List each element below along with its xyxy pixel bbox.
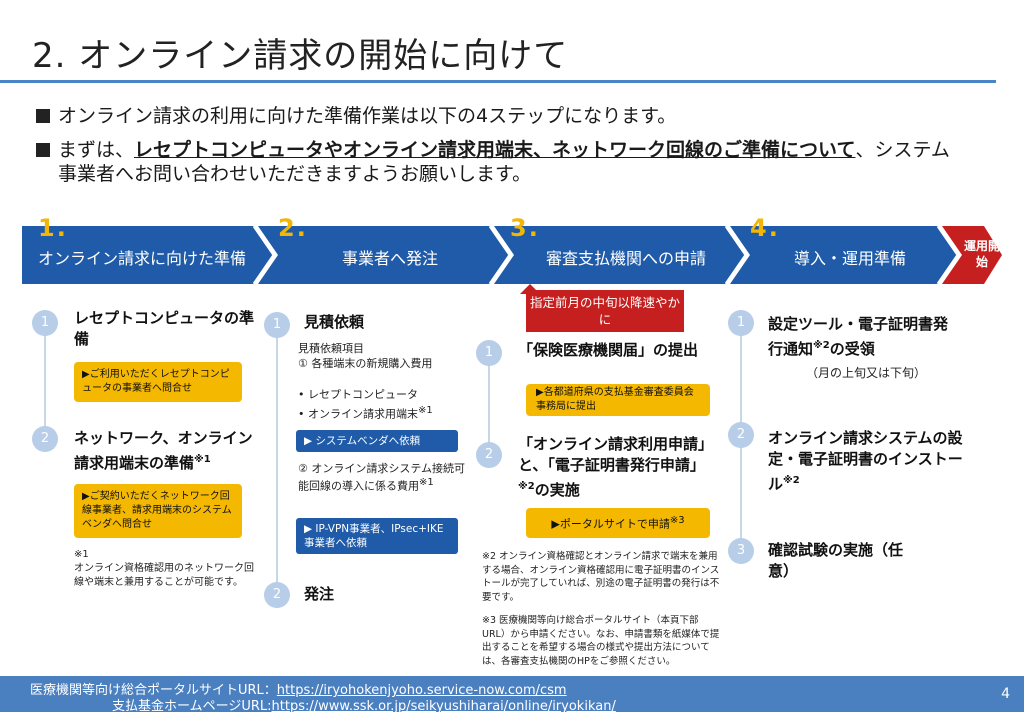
footnote-mark: ※1 (419, 477, 434, 488)
step-3-label: 審査支払機関への申請 (545, 249, 706, 268)
col1-item1-action: ▶ご利用いただくレセプトコンピュータの事業者へ問合せ (74, 362, 242, 402)
col3-note-2: ※2 オンライン資格確認とオンライン請求で端末を兼用する場合、オンライン資格確認… (482, 551, 720, 603)
step-1-label: オンライン請求に向けた準備 (37, 249, 246, 268)
col3-note-3: ※3 医療機関等向け総合ポータルサイト（本頁下部URL）から申請ください。なお、… (482, 615, 720, 667)
col3-item2-title-b: の実施 (534, 481, 580, 499)
col2-list-head: 見積依頼項目 (298, 342, 364, 355)
step-circle: 2 (728, 422, 754, 448)
col1-note-mark: ※1 (74, 549, 89, 560)
footer-line-1: 医療機関等向け総合ポータルサイトURL：https://iryohokenjyo… (30, 679, 567, 698)
col4-item3-title: 確認試験の実施（任意） (768, 541, 904, 580)
step-3-number: 3. (510, 214, 540, 242)
footer: 医療機関等向け総合ポータルサイトURL：https://iryohokenjyo… (0, 676, 1024, 712)
bullet-square-icon (36, 143, 50, 157)
col2-list-item-4-text: ② オンライン請求システム接続可能回線の導入に係る費用 (298, 462, 466, 493)
footer-ssk-label: 支払基金ホームページURL: (112, 699, 272, 712)
col4-item1-title-text: 設定ツール・電子証明書発行通知 (768, 315, 949, 358)
col3-item2-title-a: 「オンライン請求利用申請」と、「電子証明書発行申請」 (518, 435, 706, 474)
step-circle: 2 (32, 426, 58, 452)
step-4-arrow (730, 226, 958, 284)
page-number: 4 (1001, 686, 1010, 702)
step-4-label: 導入・運用準備 (793, 249, 906, 268)
timeline-line (44, 322, 46, 430)
step-1-arrow (22, 226, 274, 284)
bullet-2-post: 、システム (855, 139, 950, 161)
col2-list-item-3-text: • オンライン請求用端末 (298, 407, 418, 421)
ssk-url-link[interactable]: https://www.ssk.or.jp/seikyushiharai/onl… (271, 699, 616, 712)
bullet-2-emphasis: レセプトコンピュータやオンライン請求用端末、ネットワーク回線のご準備について (134, 139, 856, 161)
bullet-2: まずは、レセプトコンピュータやオンライン請求用端末、ネットワーク回線のご準備につ… (36, 138, 996, 186)
col2-list-item-2: • レセプトコンピュータ (298, 388, 418, 401)
col3-item2-title: 「オンライン請求利用申請」と、「電子証明書発行申請」 ※2の実施 (518, 434, 712, 501)
step-circle: 1 (264, 312, 290, 338)
step-circle: 3 (728, 538, 754, 564)
step-4-number: 4. (750, 214, 780, 242)
process-steps: 1. 2. 3. 4. オンライン請求に向けた準備 事業者へ発注 審査支払機関へ… (22, 214, 1002, 284)
col3-item1-title: 「保険医療機関届」の提出 (518, 341, 699, 359)
step-2-arrow (258, 226, 510, 284)
step-circle: 2 (476, 442, 502, 468)
step-circle: 1 (728, 310, 754, 336)
bullet-2-pre: まずは、 (58, 139, 135, 161)
bullet-square-icon (36, 109, 50, 123)
step-3-arrow (494, 226, 746, 284)
footnote-mark: ※2 (518, 481, 535, 492)
step-1-number: 1. (38, 214, 68, 242)
col4-item1-sub: （月の上旬又は下旬） (806, 366, 927, 380)
footer-portal-label: 医療機関等向け総合ポータルサイトURL： (30, 683, 277, 698)
col1-item2-title: ネットワーク、オンライン請求用端末の準備※1 (74, 428, 260, 474)
col4-item2-title-text: オンライン請求システムの設定・電子証明書のインストール (768, 429, 963, 493)
col4-item2-title: オンライン請求システムの設定・電子証明書のインストール※2 (768, 428, 964, 495)
step-circle: 1 (32, 310, 58, 336)
bullet-1: オンライン請求の利用に向けた準備作業は以下の4ステップになります。 (36, 104, 996, 128)
title-divider (0, 80, 996, 83)
col1-item2-action: ▶ご契約いただくネットワーク回線事業者、請求用端末のシステムベンダへ問合せ (74, 484, 242, 538)
footer-line-2: 支払基金ホームページURL:https://www.ssk.or.jp/seik… (112, 695, 616, 712)
footnote-mark: ※1 (194, 454, 211, 465)
portal-url-link[interactable]: https://iryohokenjyoho.service-now.com/c… (276, 683, 567, 698)
footnote-mark: ※2 (783, 475, 800, 486)
col1-item2-title-text: ネットワーク、オンライン請求用端末の準備 (74, 429, 253, 472)
col2-item2-title: 発注 (304, 585, 335, 603)
footnote-mark: ※1 (417, 405, 433, 416)
col2-list-item-1: ① 各種端末の新規購入費用 (298, 357, 433, 370)
col2-vendor-request: ▶ システムベンダへ依頼 (296, 430, 458, 452)
col2-item1-title: 見積依頼 (304, 313, 365, 331)
col2-carrier-request: ▶ IP-VPN事業者、IPsec+IKE事業者へ依頼 (296, 518, 458, 554)
timeline-line (488, 352, 490, 456)
goal-arrow (942, 226, 1002, 284)
page-title: 2. オンライン請求の開始に向けて (32, 36, 569, 76)
step-2-number: 2. (278, 214, 308, 242)
step-arrow-bar (22, 226, 1002, 284)
col3-item2-action: ▶ポータルサイトで申請※3 (526, 508, 710, 538)
schedule-note: 指定前月の中旬以降速やかに (526, 290, 684, 332)
col4-item1-title: 設定ツール・電子証明書発行通知※2の受領 (768, 314, 948, 360)
col1-note: オンライン資格確認用のネットワーク回線や端末と兼用することが可能です。 (74, 563, 254, 588)
col3-item2-action-text: ▶ポータルサイトで申請 (551, 517, 670, 531)
step-2-label: 事業者へ発注 (341, 249, 438, 268)
footnote-mark: ※3 (669, 515, 685, 526)
col1-item1-title: レセプトコンピュータの準備 (74, 309, 255, 348)
col2-list-item-4: ② オンライン請求システム接続可能回線の導入に係る費用※1 (298, 462, 466, 494)
bullet-2-line2: 事業者へお問い合わせいただきますようお願いします。 (58, 163, 532, 185)
col2-list-item-3: • オンライン請求用端末※1 (298, 404, 433, 422)
col4-item1-title-b: の受領 (829, 340, 875, 358)
timeline-line (276, 334, 278, 594)
bullet-1-text: オンライン請求の利用に向けた準備作業は以下の4ステップになります。 (58, 105, 677, 127)
col3-item1-action: ▶各都道府県の支払基金審査委員会事務局に提出 (526, 384, 710, 416)
bullet-2-text: まずは、レセプトコンピュータやオンライン請求用端末、ネットワーク回線のご準備につ… (58, 138, 950, 186)
goal-label: 運用開始 (963, 239, 1000, 269)
intro-bullets: オンライン請求の利用に向けた準備作業は以下の4ステップになります。 まずは、レセ… (36, 104, 996, 196)
step-circle: 1 (476, 340, 502, 366)
step-circle: 2 (264, 582, 290, 608)
footnote-mark: ※2 (813, 340, 830, 351)
